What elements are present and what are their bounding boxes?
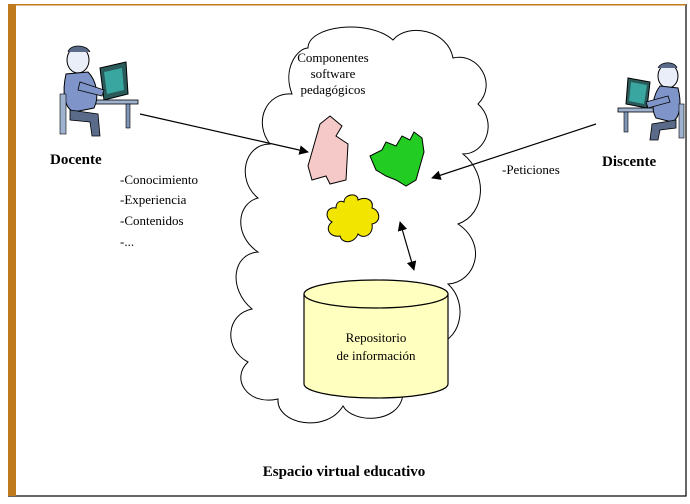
docente-figure [59, 45, 139, 137]
discente-to-components-arrow [431, 123, 597, 180]
discente-figure [617, 62, 685, 141]
pink-component-shape [307, 115, 349, 185]
docente-contribution-2: -Experiencia [120, 192, 187, 207]
repository-label-line-1: Repositorio [346, 330, 407, 345]
diagram-caption: Espacio virtual educativo [263, 464, 426, 480]
diagram-frame: Componentes software pedagógicos Docente… [8, 4, 688, 498]
components-label-line-1: Componentes [297, 50, 369, 65]
discente-label: Discente [602, 154, 656, 170]
diagram-canvas: Componentes software pedagógicos Docente… [8, 4, 687, 497]
docente-to-components-arrow [139, 113, 309, 155]
repository-label-line-2: de información [336, 348, 416, 363]
components-label-line-3: pedagógicos [301, 82, 366, 97]
docente-contribution-1: -Conocimiento [120, 172, 198, 187]
components-repository-arrow [397, 221, 417, 271]
components-label-line-2: software [311, 66, 356, 81]
yellow-component-shape [326, 194, 380, 243]
docente-contribution-3: -Contenidos [120, 213, 184, 228]
repository-cylinder [303, 279, 449, 399]
docente-label: Docente [50, 152, 102, 168]
green-component-shape [369, 131, 425, 187]
frame-left-accent [8, 4, 16, 496]
docente-contribution-4: -... [120, 234, 134, 249]
peticiones-label: -Peticiones [502, 162, 560, 177]
